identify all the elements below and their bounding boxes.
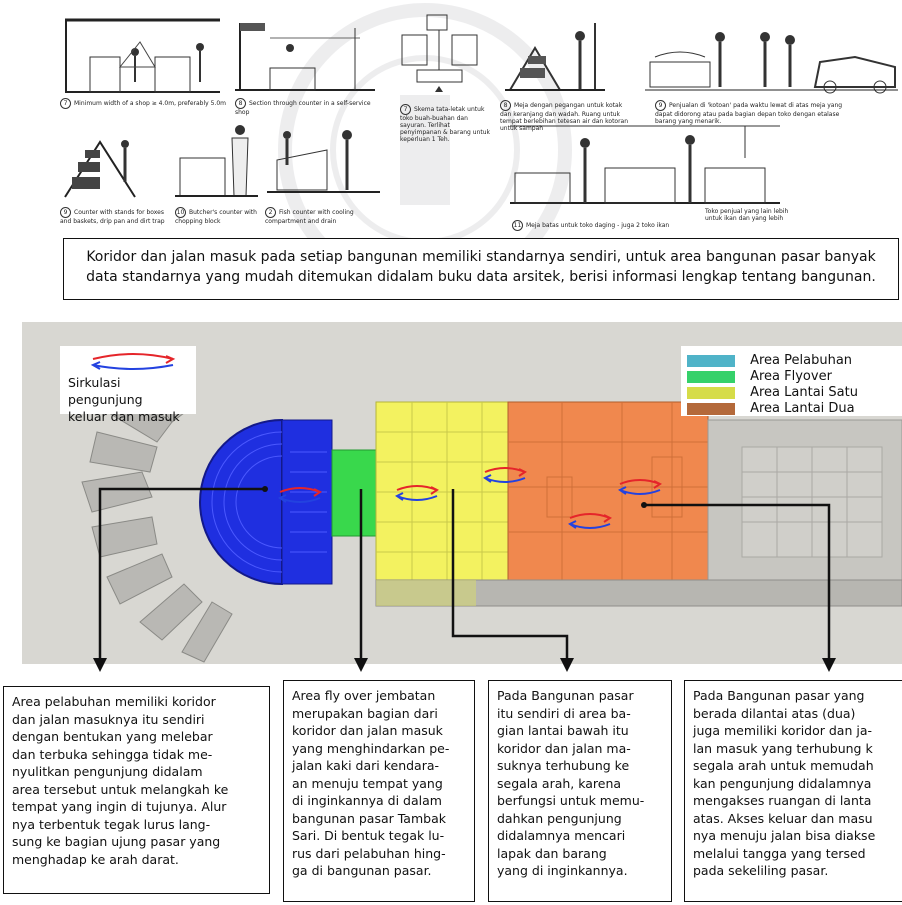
site-plan: Sirkulasi pengunjung keluar dan masuk Ar… <box>22 322 902 664</box>
desc-flyover: Area fly over jembatan merupakan bagian … <box>283 680 475 902</box>
desc-pelabuhan: Area pelabuhan memiliki koridor dan jala… <box>3 686 270 894</box>
legend-swatch <box>687 370 735 383</box>
fruit-shop-plan-sketch <box>401 14 478 92</box>
circulation-legend: Sirkulasi pengunjung keluar dan masuk <box>60 346 196 424</box>
legend-swatch <box>687 386 735 399</box>
legend-item-flyover: Area Flyover <box>687 366 832 384</box>
legend-item-lantai-satu: Area Lantai Satu <box>687 382 858 400</box>
intro-text: Koridor dan jalan masuk pada setiap bang… <box>63 238 899 300</box>
legend-swatch <box>687 354 735 367</box>
stand-counter-sketch <box>64 140 136 198</box>
circulation-arrows <box>278 467 662 529</box>
ref-caption-r12: Toko penjual yang lain lebih untuk ikan … <box>705 208 789 222</box>
circulation-label: Sirkulasi pengunjung keluar dan masuk <box>68 375 180 424</box>
basket-table-sketch <box>505 23 605 91</box>
zone-lantai-satu <box>375 401 509 581</box>
legend-item-lantai-dua: Area Lantai Dua <box>687 398 855 416</box>
fish-counter-sketch <box>267 130 380 193</box>
selfservice-sketch <box>235 23 375 91</box>
circulation-icon <box>90 353 176 370</box>
street-vendor-sketch <box>645 32 898 94</box>
zone-lantai-dua <box>507 401 709 581</box>
zone-legend: Area Pelabuhan Area Flyover Area Lantai … <box>681 346 902 416</box>
legend-swatch <box>687 402 735 415</box>
legend-item-pelabuhan: Area Pelabuhan <box>687 350 852 368</box>
shop-width-sketch <box>65 18 220 93</box>
desc-lantai-dua: Pada Bangunan pasar yang berada dilantai… <box>684 680 902 902</box>
butcher-sketch <box>175 125 258 197</box>
desc-lantai-satu: Pada Bangunan pasar itu sendiri di area … <box>488 680 672 902</box>
zone-flyover <box>331 449 377 537</box>
meat-stall-sketch <box>510 125 780 204</box>
